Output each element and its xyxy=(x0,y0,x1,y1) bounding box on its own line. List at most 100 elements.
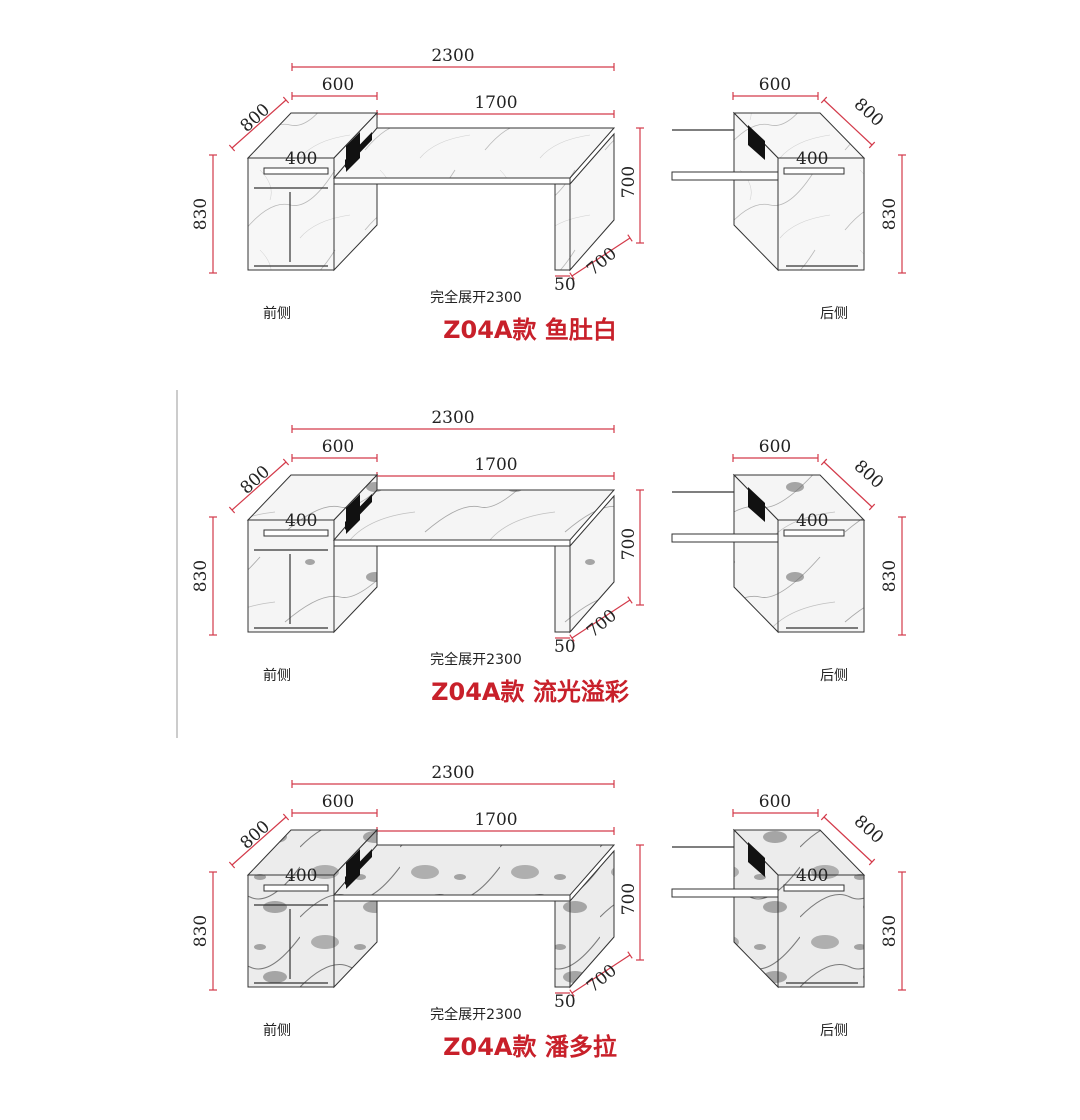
pedestal-front xyxy=(247,519,335,633)
back-desk-edge xyxy=(671,533,779,543)
dim-label-50: 50 xyxy=(554,637,576,657)
pedestal-front xyxy=(247,157,335,271)
dim-line-800-back-tick-b xyxy=(868,503,876,511)
dim-label-50: 50 xyxy=(554,275,576,295)
dim-line-700-leg-tick-b xyxy=(627,951,633,959)
leg-side xyxy=(569,494,615,634)
dim-label-800-front: 800 xyxy=(237,817,275,854)
dim-label-830-front: 830 xyxy=(191,915,211,947)
dim-label-1700: 1700 xyxy=(474,93,517,113)
dim-line-700-leg xyxy=(571,237,631,277)
dim-label-830-front: 830 xyxy=(191,560,211,592)
expanded-label: 完全展开2300 xyxy=(430,1006,522,1023)
dim-label-600-back: 600 xyxy=(759,75,791,95)
back-desk-edge xyxy=(671,171,779,181)
dim-label-400-front: 400 xyxy=(285,511,317,531)
dim-line-800-back xyxy=(823,99,873,146)
dim-line-800-front-tick-b xyxy=(282,458,290,466)
back-cable-slot xyxy=(748,487,765,522)
variant-title: Z04A款 流光溢彩 xyxy=(431,678,629,706)
leg-front xyxy=(554,545,571,633)
dim-line-700-leg-tick-a xyxy=(569,634,575,642)
back-drawer xyxy=(783,529,845,537)
variant-title: Z04A款 鱼肚白 xyxy=(443,316,617,344)
main-top xyxy=(332,489,616,541)
back-drawer xyxy=(783,167,845,175)
main-top xyxy=(332,844,616,896)
dim-label-800-back: 800 xyxy=(850,811,888,848)
variant-section-1: 2300600170080083070040070050完全展开2300前侧60… xyxy=(191,46,906,344)
dim-label-600-back: 600 xyxy=(759,792,791,812)
dim-label-400-front: 400 xyxy=(285,866,317,886)
dim-label-800-back: 800 xyxy=(850,456,888,493)
dim-label-700-front: 700 xyxy=(619,166,639,198)
back-drawer xyxy=(783,884,845,892)
dim-line-700-leg xyxy=(571,954,631,994)
dim-line-700-leg-tick-b xyxy=(627,234,633,242)
dim-line-800-back xyxy=(823,461,873,508)
dim-line-800-back-tick-b xyxy=(868,141,876,149)
leg-front xyxy=(554,900,571,988)
dim-label-400-back: 400 xyxy=(796,866,828,886)
back-cable-slot xyxy=(748,842,765,877)
dim-line-700-leg-tick-b xyxy=(627,596,633,604)
dim-line-800-front-tick-a xyxy=(228,144,236,152)
cable-slot-shape xyxy=(345,849,372,885)
dim-line-800-front-tick-a xyxy=(228,861,236,869)
dim-line-800-front-tick-b xyxy=(282,813,290,821)
dim-line-800-back-tick-a xyxy=(820,813,828,821)
drawer-front xyxy=(263,884,329,892)
dim-label-600: 600 xyxy=(322,437,354,457)
main-edge xyxy=(333,177,571,185)
back-label: 后侧 xyxy=(820,1023,848,1039)
dim-label-1700: 1700 xyxy=(474,455,517,475)
dim-label-800-front: 800 xyxy=(237,100,275,137)
main-edge xyxy=(333,539,571,547)
dim-label-50: 50 xyxy=(554,992,576,1012)
expanded-label: 完全展开2300 xyxy=(430,289,522,306)
expanded-label: 完全展开2300 xyxy=(430,651,522,668)
back-pedestal-front xyxy=(777,874,865,988)
dim-label-2300: 2300 xyxy=(431,46,474,66)
drawer-front xyxy=(263,529,329,537)
dim-label-800-back: 800 xyxy=(850,94,888,131)
dim-line-800-back xyxy=(823,816,873,863)
dim-label-700-front: 700 xyxy=(619,883,639,915)
dim-label-400-front: 400 xyxy=(285,149,317,169)
dim-line-800-back-tick-b xyxy=(868,858,876,866)
leg-side xyxy=(569,132,615,272)
dim-label-600: 600 xyxy=(322,75,354,95)
dim-line-800-front xyxy=(231,99,287,149)
dim-line-700-leg-tick-a xyxy=(569,989,575,997)
leg-side xyxy=(569,849,615,989)
front-label: 前侧 xyxy=(263,667,291,684)
dim-line-800-front xyxy=(231,816,287,866)
dim-label-830-front: 830 xyxy=(191,198,211,230)
main-top xyxy=(332,127,616,179)
dim-label-600-back: 600 xyxy=(759,437,791,457)
variant-section-3: 2300600170080083070040070050完全展开2300前侧60… xyxy=(191,763,906,1061)
dim-line-800-front-tick-b xyxy=(282,96,290,104)
leg-front xyxy=(554,183,571,271)
front-label: 前侧 xyxy=(263,1022,291,1039)
dim-label-1700: 1700 xyxy=(474,810,517,830)
dim-label-400-back: 400 xyxy=(796,511,828,531)
dim-label-600: 600 xyxy=(322,792,354,812)
back-desk-edge xyxy=(671,888,779,898)
dim-line-800-back-tick-a xyxy=(820,96,828,104)
cable-slot-shape xyxy=(345,132,372,168)
back-pedestal-front xyxy=(777,157,865,271)
back-pedestal-front xyxy=(777,519,865,633)
dim-label-800-front: 800 xyxy=(237,462,275,499)
dim-line-800-front xyxy=(231,461,287,511)
drawer-front xyxy=(263,167,329,175)
dim-label-400-back: 400 xyxy=(796,149,828,169)
back-label: 后侧 xyxy=(820,306,848,322)
dim-line-800-back-tick-a xyxy=(820,458,828,466)
main-edge xyxy=(333,894,571,902)
front-label: 前侧 xyxy=(263,305,291,322)
